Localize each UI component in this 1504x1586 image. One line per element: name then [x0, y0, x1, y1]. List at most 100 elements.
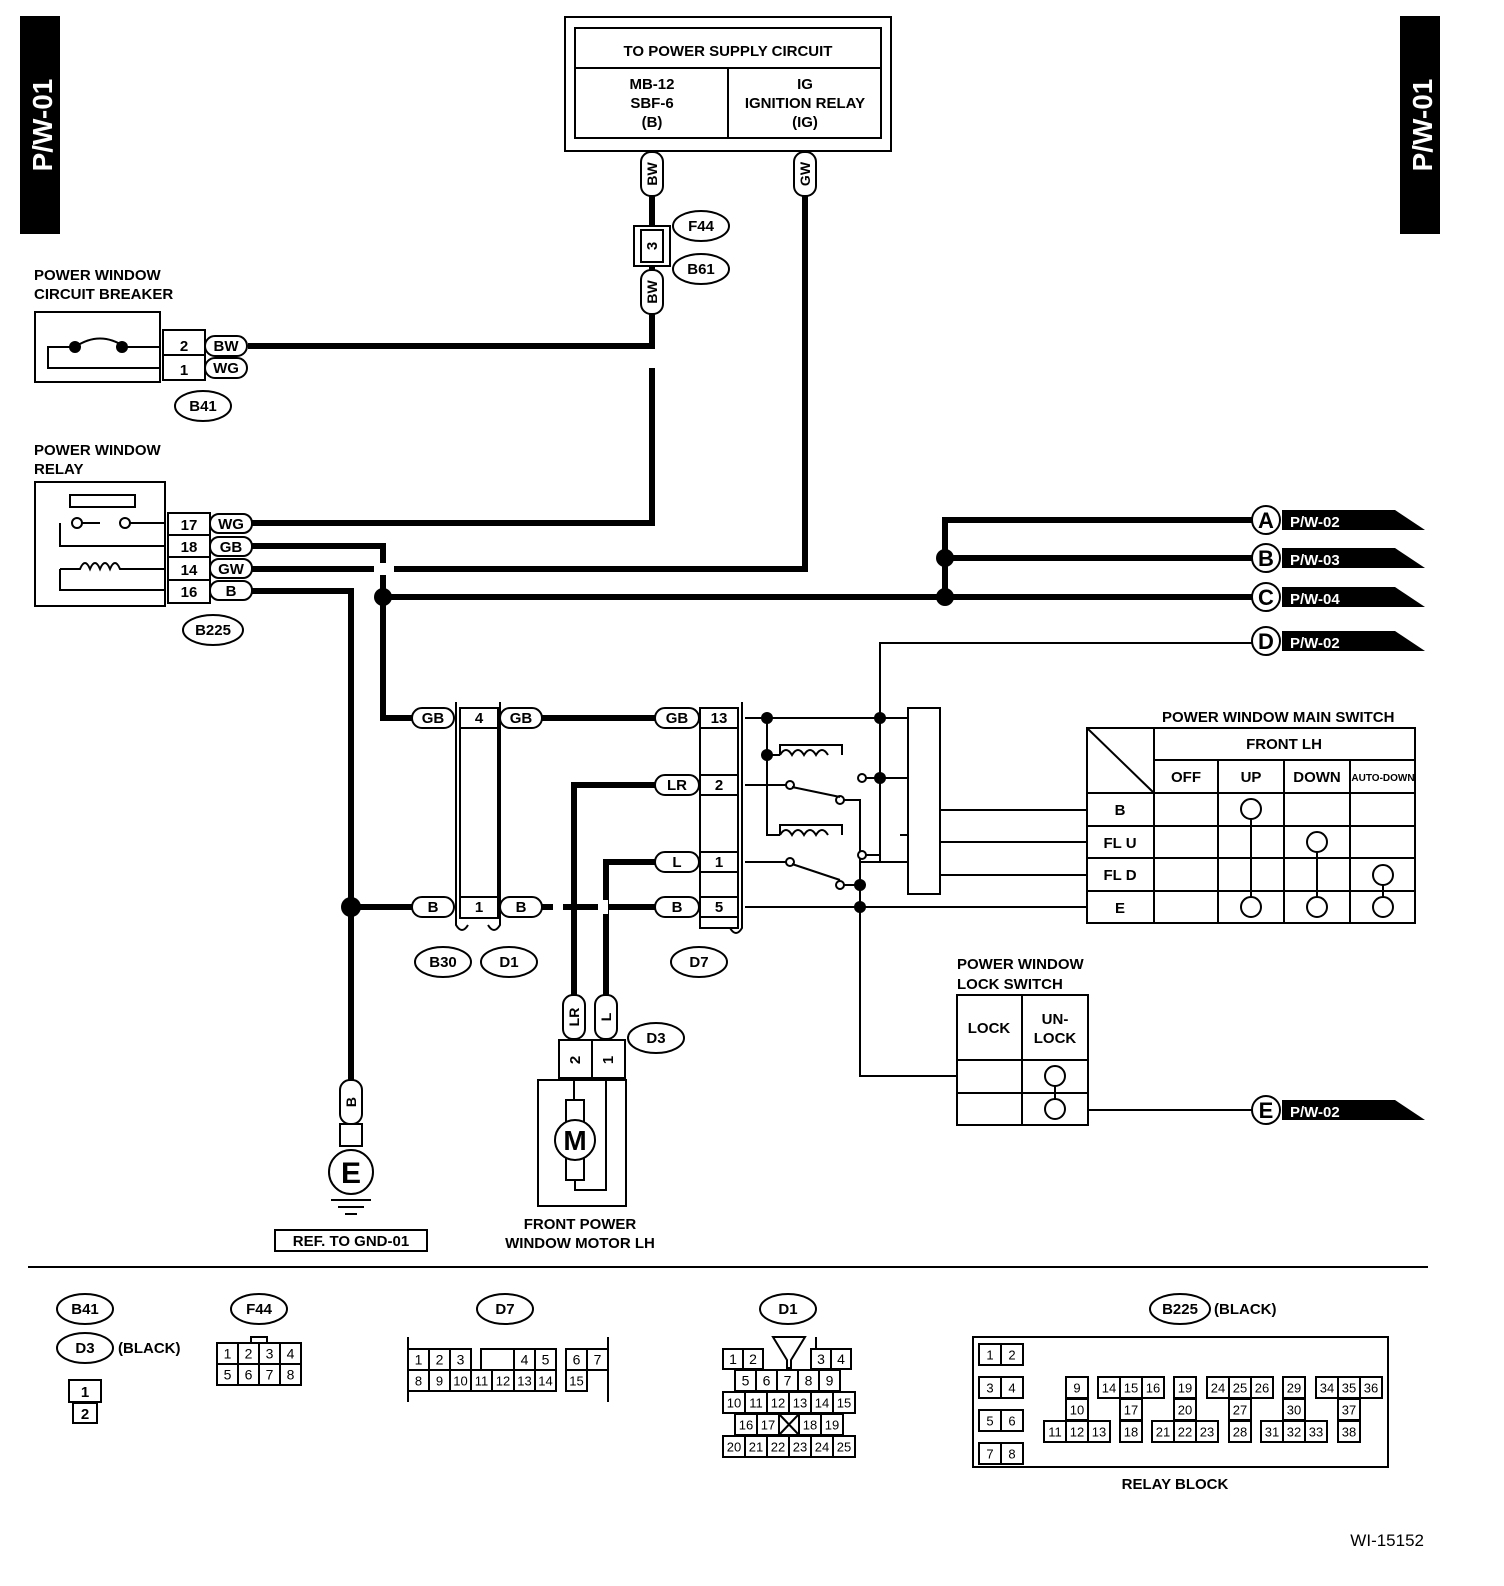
pin-cell [534, 1369, 557, 1392]
pin-number: 6 [245, 1367, 253, 1383]
svg-text:E: E [341, 1157, 361, 1190]
svg-text:IGNITION RELAY: IGNITION RELAY [745, 95, 865, 112]
pin-cell [1000, 1442, 1024, 1465]
svg-text:B: B [1258, 546, 1274, 571]
pin-number: 15 [569, 1374, 583, 1389]
svg-text:2: 2 [715, 777, 723, 794]
svg-text:GB: GB [220, 539, 243, 556]
svg-text:WG: WG [218, 516, 244, 533]
svg-text:AUTO-DOWN: AUTO-DOWN [1351, 773, 1414, 784]
svg-text:LOCK: LOCK [1034, 1030, 1077, 1047]
pin-number: 7 [266, 1367, 274, 1383]
svg-text:F44: F44 [246, 1301, 273, 1318]
svg-text:L: L [598, 1012, 614, 1021]
pin-number: 10 [727, 1396, 741, 1411]
svg-text:E: E [1259, 1098, 1274, 1123]
pin-number: 10 [453, 1374, 467, 1389]
pin-number: 21 [1156, 1425, 1170, 1440]
pin-number: 14 [538, 1374, 552, 1389]
pin-number: 12 [496, 1374, 510, 1389]
svg-text:1: 1 [715, 854, 723, 871]
pin-number: 3 [986, 1381, 993, 1396]
pin-number: 2 [245, 1346, 253, 1362]
pin-cell [1087, 1420, 1111, 1443]
pin-cell [1304, 1420, 1328, 1443]
pin-number: 12 [1070, 1425, 1084, 1440]
svg-text:B41: B41 [189, 398, 217, 415]
pin-number: 15 [1124, 1381, 1138, 1396]
pin-number: 7 [784, 1373, 792, 1389]
svg-text:5: 5 [715, 899, 723, 916]
pin-number: 9 [826, 1373, 834, 1389]
wire-harness [248, 196, 1256, 1080]
pin-number: 4 [837, 1351, 845, 1367]
pin-number: 29 [1287, 1381, 1301, 1396]
svg-text:1: 1 [81, 1384, 89, 1401]
svg-text:E: E [1115, 900, 1125, 917]
pin-number: 14 [1102, 1381, 1116, 1396]
pin-number: 6 [763, 1373, 771, 1389]
svg-text:REF. TO GND-01: REF. TO GND-01 [293, 1233, 409, 1250]
pin-number: 11 [475, 1374, 489, 1389]
connector-d7: 13 2 1 5 [699, 702, 743, 934]
pin-number: 22 [1178, 1425, 1192, 1440]
pin-cell [1228, 1420, 1252, 1443]
svg-text:P/W-01: P/W-01 [1407, 79, 1438, 172]
svg-text:P/W-03: P/W-03 [1290, 552, 1340, 569]
main-switch-table: POWER WINDOW MAIN SWITCH FRONT LH OFF UP… [1086, 709, 1416, 924]
svg-text:LR: LR [566, 1008, 582, 1027]
connector-f44-label: F44 [688, 218, 715, 235]
svg-text:POWER WINDOW: POWER WINDOW [34, 267, 161, 284]
svg-text:OFF: OFF [1171, 769, 1201, 786]
pin-number: 5 [224, 1367, 232, 1383]
pin-number: 15 [837, 1396, 851, 1411]
pin-number: 37 [1342, 1403, 1356, 1418]
pin-number: 12 [771, 1396, 785, 1411]
svg-text:D1: D1 [778, 1301, 797, 1318]
pin-number: 2 [1008, 1348, 1015, 1363]
svg-text:1: 1 [180, 362, 188, 379]
pin-cell [1250, 1376, 1274, 1399]
svg-text:(BLACK): (BLACK) [118, 1340, 180, 1357]
offpage-b: B P/W-03 [1251, 543, 1425, 573]
pin-number: 30 [1287, 1403, 1301, 1418]
pin-number: 2 [436, 1352, 444, 1368]
pin-number: 4 [1008, 1381, 1015, 1396]
svg-text:16: 16 [181, 584, 198, 601]
svg-text:GB: GB [422, 710, 445, 727]
pin-number: 2 [749, 1351, 757, 1367]
pin-cell [279, 1363, 302, 1386]
svg-text:WINDOW MOTOR LH: WINDOW MOTOR LH [505, 1235, 655, 1252]
svg-text:FRONT LH: FRONT LH [1246, 736, 1322, 753]
pin-number: 3 [457, 1352, 465, 1368]
pin-number: 13 [1092, 1425, 1106, 1440]
pin-number: 32 [1287, 1425, 1301, 1440]
pin-number: 18 [803, 1418, 817, 1433]
svg-text:D3: D3 [646, 1030, 665, 1047]
pin-cell [1000, 1376, 1024, 1399]
pin-number: 13 [517, 1374, 531, 1389]
pin-cell [1195, 1420, 1219, 1443]
pin-number: 10 [1070, 1403, 1084, 1418]
pin-number: 13 [793, 1396, 807, 1411]
supply-title: TO POWER SUPPLY CIRCUIT [624, 43, 833, 60]
pin-number: 14 [815, 1396, 829, 1411]
pin-number: 24 [1211, 1381, 1225, 1396]
svg-text:GB: GB [666, 710, 689, 727]
pin-number: 7 [986, 1447, 993, 1462]
pin-number: 33 [1309, 1425, 1323, 1440]
pin-number: 23 [1200, 1425, 1214, 1440]
svg-text:SBF-6: SBF-6 [630, 95, 673, 112]
svg-text:POWER WINDOW: POWER WINDOW [957, 956, 1084, 973]
pin-cell [1000, 1343, 1024, 1366]
power-window-relay: POWER WINDOW RELAY 17 18 14 16 [34, 442, 211, 607]
switch-internals [779, 707, 941, 895]
offpage-connectors: A P/W-02 B P/W-03 C P/W-04 D P/W-02 E P/… [1251, 505, 1425, 1125]
pin-number: 5 [742, 1373, 750, 1389]
pin-number: 36 [1364, 1381, 1378, 1396]
svg-text:18: 18 [181, 539, 198, 556]
svg-text:B41: B41 [71, 1301, 99, 1318]
svg-text:A: A [1258, 508, 1274, 533]
